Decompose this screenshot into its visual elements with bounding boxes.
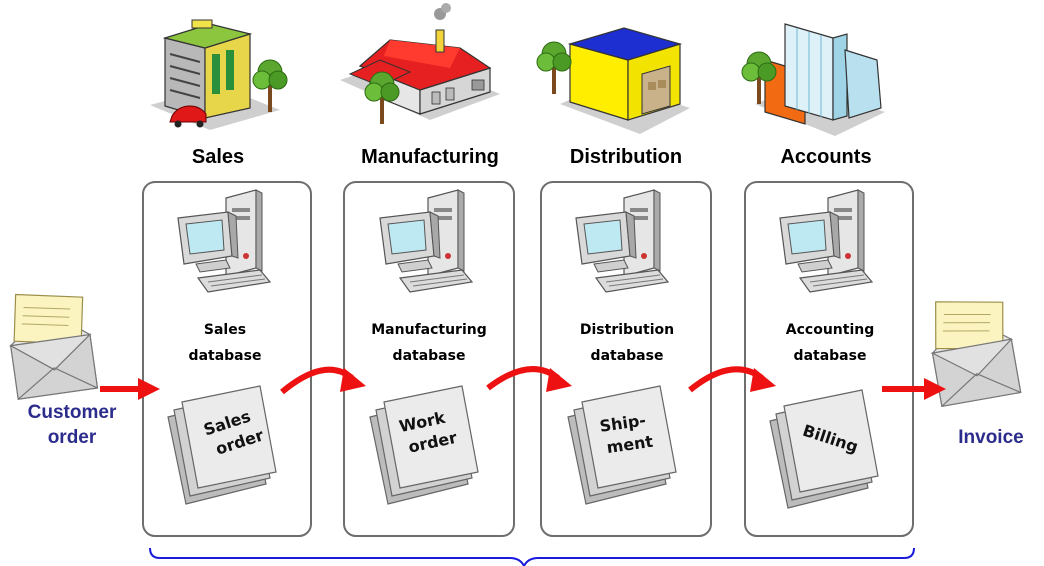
customer-order-label: order <box>48 427 97 448</box>
database-label-accounting: Accounting <box>786 322 874 338</box>
database-label-distribution: Distribution <box>580 322 674 338</box>
database-label-distribution: database <box>591 348 664 364</box>
database-label-sales: Sales <box>204 322 246 338</box>
arrow-customer-to-sales <box>100 378 160 400</box>
department-title-manufacturing: Manufacturing <box>361 146 499 168</box>
department-title-distribution: Distribution <box>570 146 682 168</box>
customer-order-label: Customer <box>28 402 117 423</box>
factory-building-icon <box>340 3 500 125</box>
arrow-sales-to-manufacturing <box>280 366 366 395</box>
invoice-label: Invoice <box>958 427 1023 448</box>
arrow-accounts-to-invoice <box>882 378 946 400</box>
database-label-manufacturing: Manufacturing <box>371 322 487 338</box>
database-label-manufacturing: database <box>393 348 466 364</box>
sales-building-icon <box>150 19 288 130</box>
integration-bracket <box>149 547 915 566</box>
database-label-sales: database <box>189 348 262 364</box>
envelope-letter-icon <box>3 284 99 400</box>
department-title-accounts: Accounts <box>780 146 871 168</box>
department-title-sales: Sales <box>192 146 244 168</box>
warehouse-building-icon <box>536 27 690 134</box>
office-tower-icon <box>741 23 885 136</box>
arrow-manufacturing-to-distribution <box>486 366 572 392</box>
database-label-accounting: database <box>794 348 867 364</box>
arrow-distribution-to-accounts <box>688 366 776 393</box>
